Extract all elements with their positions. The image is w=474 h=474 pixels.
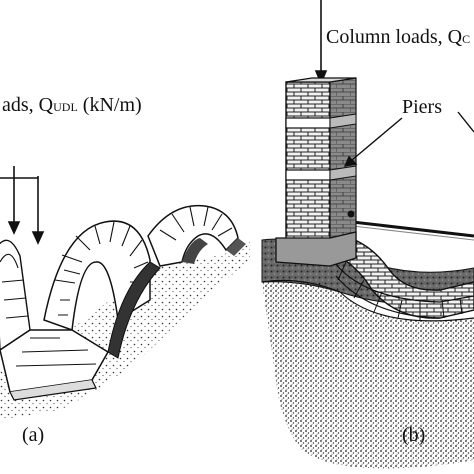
- panel-a-drawing: [0, 166, 250, 420]
- brick-pier: [276, 78, 356, 266]
- piers-label: Piers: [402, 96, 442, 119]
- panel-b-caption: (b): [402, 424, 425, 447]
- column-load-arrow: [316, 0, 326, 83]
- column-loads-label: Column loads, QC: [326, 26, 470, 49]
- panel-a-caption: (a): [22, 424, 44, 447]
- udl-load-arrows: [0, 166, 43, 243]
- panel-b-drawing: [262, 0, 474, 470]
- udl-load-label: ads, QUDL (kN/m): [2, 94, 142, 117]
- piers-leader: [345, 112, 474, 166]
